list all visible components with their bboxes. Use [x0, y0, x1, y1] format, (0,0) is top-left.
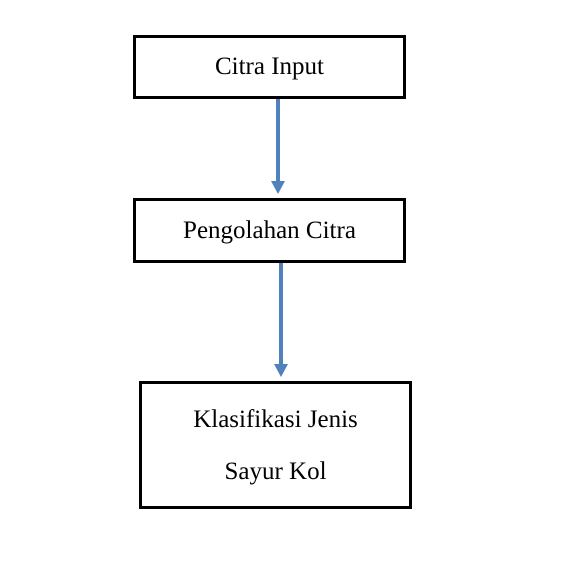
node-label-line-1: Klasifikasi Jenis — [193, 405, 358, 433]
arrowhead-icon — [271, 181, 285, 194]
node-label-line-2: Sayur Kol — [224, 457, 327, 485]
node-citra-input: Citra Input — [133, 35, 406, 99]
arrow-pengolahan-citra-to-klasifikasi — [274, 263, 288, 377]
node-pengolahan-citra: Pengolahan Citra — [133, 198, 406, 263]
node-klasifikasi-jenis-sayur-kol: Klasifikasi Jenis Sayur Kol — [139, 381, 412, 509]
node-label: Pengolahan Citra — [183, 216, 356, 244]
arrowhead-icon — [274, 364, 288, 377]
node-label: Citra Input — [214, 53, 324, 80]
arrow-citra-input-to-pengolahan-citra — [271, 99, 285, 194]
